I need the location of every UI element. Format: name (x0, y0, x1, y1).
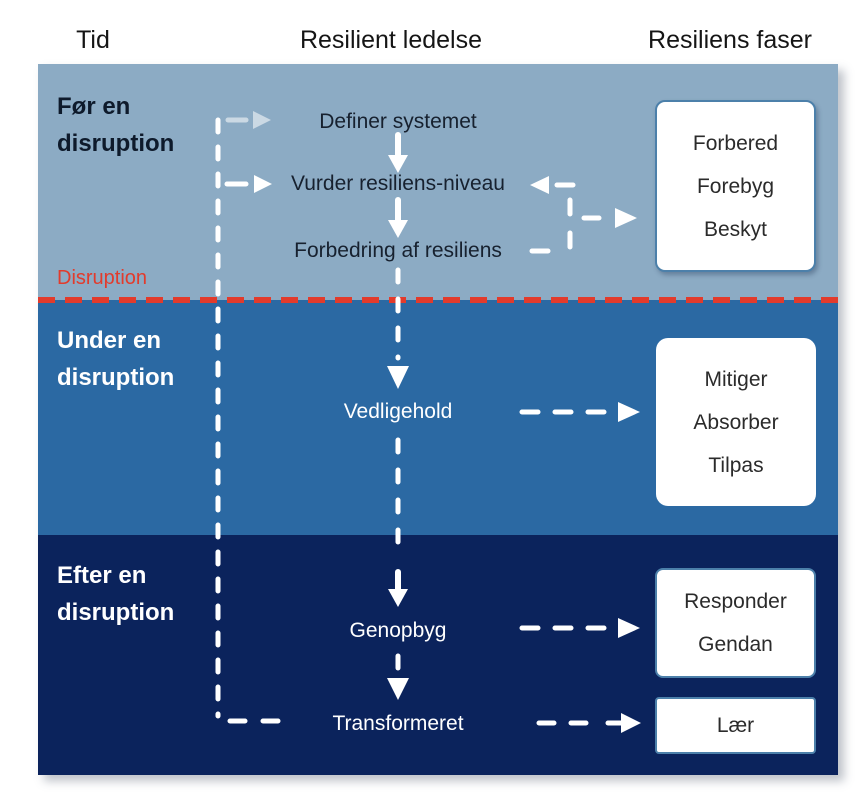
step-assess-resilience: Vurder resiliens-niveau (291, 172, 505, 195)
phase-item: Gendan (698, 633, 773, 656)
column-header-management: Resilient ledelse (299, 26, 483, 54)
phase-box-after-learn: Lær (655, 697, 816, 754)
column-header-time: Tid (76, 26, 110, 54)
band-label-during: Under en disruption (57, 327, 175, 391)
band-label-before: Før en disruption (57, 93, 175, 157)
step-maintain: Vedligehold (343, 400, 453, 423)
phase-item: Beskyt (703, 217, 768, 241)
disruption-label: Disruption (57, 267, 148, 289)
phase-item: Lær (716, 714, 755, 737)
step-improve-resilience: Forbedring af resiliens (294, 239, 502, 262)
phase-item: Responder (684, 590, 787, 613)
phase-item: Forebyg (696, 174, 775, 198)
phase-item: Tilpas (708, 453, 764, 477)
phase-box-after-primary: Responder Gendan (655, 568, 816, 678)
step-define-system: Definer systemet (319, 110, 477, 133)
phase-item: Forbered (692, 131, 779, 155)
band-label-after: Efter en disruption (57, 562, 175, 626)
step-rebuild: Genopbyg (349, 619, 447, 642)
phase-box-before: Forbered Forebyg Beskyt (655, 100, 816, 272)
phase-box-during: Mitiger Absorber Tilpas (656, 338, 816, 506)
step-transformed: Transformeret (332, 712, 464, 735)
column-header-phases: Resiliens faser (648, 26, 812, 54)
phase-item: Absorber (693, 410, 779, 434)
phase-item: Mitiger (704, 367, 768, 391)
